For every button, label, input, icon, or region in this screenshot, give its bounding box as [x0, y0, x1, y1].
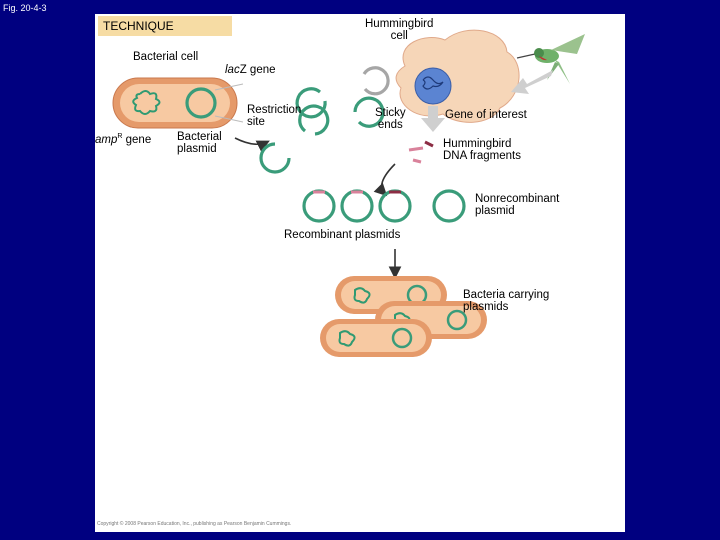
hummingbird-dna-label: Hummingbird DNA fragments	[443, 138, 521, 162]
bird-arrow	[511, 70, 553, 94]
copyright-text: Copyright © 2008 Pearson Education, Inc.…	[97, 521, 292, 527]
hummingbird-cell-label: Hummingbird cell	[365, 18, 434, 42]
ampr-superscript: R	[117, 133, 123, 140]
figure-label: Fig. 20-4-3	[3, 3, 47, 13]
nucleus-arrow	[421, 106, 445, 132]
gene-of-interest-label: Gene of interest	[445, 109, 527, 121]
dna-fragments	[408, 140, 434, 164]
ampr-gene-label: ampR gene	[95, 131, 151, 146]
nucleus-dna	[422, 76, 444, 90]
recombinant-label: Recombinant plasmids	[284, 229, 401, 241]
bacteria-carrying-label: Bacteria carrying plasmids	[463, 289, 550, 313]
plasmid-arrow	[234, 137, 270, 153]
cut-plasmids	[259, 66, 390, 174]
restriction-site-label: Restriction site	[247, 104, 302, 128]
recombinant-plasmids	[302, 189, 466, 223]
figure-panel: TECHNIQUE Hummingbird cell Bacterial cel…	[95, 14, 625, 532]
nonrecombinant-label: Nonrecombinant plasmid	[475, 193, 560, 217]
lacz-rest: Z gene	[239, 64, 276, 76]
hummingbird	[516, 34, 585, 84]
bacteria-group	[320, 276, 487, 357]
sticky-ends-label: Sticky ends	[375, 107, 406, 131]
diagram-artwork	[112, 29, 585, 357]
ampr-rest: gene	[122, 133, 152, 146]
bacterial-plasmid-label: Bacterial plasmid	[177, 131, 222, 155]
dna-arrow	[373, 163, 396, 197]
lacz-italic: lac	[225, 64, 240, 76]
ampr-italic: amp	[95, 133, 118, 146]
technique-label: TECHNIQUE	[98, 16, 232, 36]
lacz-gene-label: lacZ gene	[225, 64, 276, 76]
bacterial-cell	[112, 77, 238, 129]
bacterial-cell-label: Bacterial cell	[133, 51, 199, 63]
